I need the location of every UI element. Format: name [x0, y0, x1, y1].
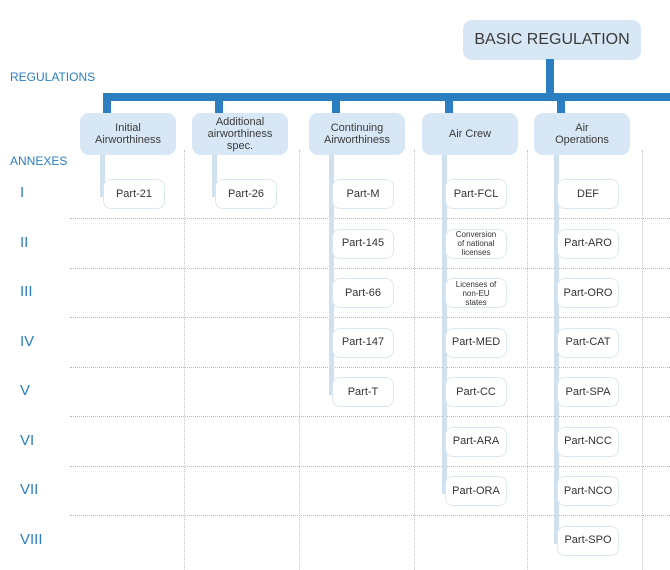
part-label: Part-ARA: [452, 435, 500, 447]
column-drop-connector: [215, 95, 223, 115]
category-box: Additional airworthiness spec.: [192, 113, 288, 155]
part-box: Part-NCO: [557, 476, 619, 506]
part-box: Part-145: [332, 228, 394, 259]
part-box: Part-MED: [445, 327, 507, 358]
part-label: Part-26: [227, 187, 265, 200]
part-box: Part-FCL: [445, 179, 507, 209]
annex-row-separator: [70, 267, 670, 269]
regulations-label: REGULATIONS: [10, 70, 96, 84]
part-box: Licenses of non-EU states: [445, 278, 507, 308]
part-box: DEF: [557, 179, 619, 209]
basic-regulation-label: BASIC REGULATION: [474, 31, 630, 48]
basic-regulation-box: BASIC REGULATION: [463, 20, 641, 60]
trunk-connector: [546, 59, 554, 97]
regulations-bus: [103, 93, 670, 101]
part-label: Part-ORA: [452, 484, 500, 497]
column-separator: [527, 150, 528, 570]
part-box: Part-26: [215, 179, 277, 209]
part-label: Part-CAT: [565, 336, 611, 348]
part-label: Part-T: [347, 385, 379, 398]
part-box: Part-ARA: [445, 426, 507, 457]
annex-numeral: III: [20, 283, 33, 300]
annex-numeral: V: [20, 382, 31, 399]
part-label: Part-CC: [456, 385, 496, 398]
column-separator: [184, 150, 185, 570]
part-label: Part-NCO: [563, 484, 613, 497]
part-label: Licenses of non-EU states: [455, 279, 497, 307]
annex-numeral: VII: [20, 481, 39, 498]
part-box: Part-ARO: [557, 228, 619, 259]
column-drop-connector: [557, 95, 565, 115]
part-label: Part-ARO: [564, 237, 612, 249]
column-stem: [100, 155, 105, 196]
category-box: Air Crew: [422, 113, 518, 155]
annexes-label: ANNEXES: [10, 154, 68, 168]
category-label: Air Operations: [555, 122, 609, 146]
annex-row-separator: [70, 416, 670, 417]
part-box: Conversion of national licenses: [445, 228, 507, 259]
annex-numeral: IV: [20, 332, 35, 350]
part-box: Part-M: [332, 179, 394, 209]
column-separator: [299, 150, 300, 570]
annex-numeral: VIII: [20, 530, 43, 548]
part-label: Part-21: [115, 187, 153, 200]
part-label: Part-NCC: [564, 435, 612, 447]
part-box: Part-SPO: [557, 525, 619, 556]
part-box: Part-21: [103, 179, 165, 209]
annex-numeral: II: [20, 233, 29, 251]
part-label: Conversion of national licenses: [455, 230, 497, 257]
part-box: Part-SPA: [557, 377, 619, 407]
part-box: Part-T: [332, 377, 394, 407]
annex-row-separator: [70, 317, 670, 318]
part-label: Part-145: [341, 237, 385, 249]
annex-row-separator: [70, 465, 670, 467]
part-label: Part-ORO: [563, 286, 613, 299]
column-separator: [642, 150, 643, 570]
column-drop-connector: [332, 95, 340, 115]
part-box: Part-66: [332, 278, 394, 308]
part-box: Part-147: [332, 327, 394, 358]
annex-row-separator: [70, 515, 670, 516]
column-stem: [442, 155, 447, 493]
part-label: Part-MED: [451, 336, 501, 348]
part-box: Part-ORA: [445, 476, 507, 506]
annex-row-separator: [70, 366, 670, 368]
category-label: Initial Airworthiness: [94, 122, 162, 146]
column-stem: [212, 155, 217, 196]
part-label: Part-SPO: [564, 534, 612, 546]
annex-numeral: I: [20, 184, 25, 201]
part-box: Part-CC: [445, 377, 507, 407]
part-label: Part-147: [341, 336, 385, 348]
category-label: Additional airworthiness spec.: [207, 116, 273, 152]
part-label: DEF: [577, 187, 599, 200]
part-label: Part-SPA: [565, 385, 611, 398]
category-label: Continuing Airworthiness: [323, 122, 391, 146]
part-box: Part-NCC: [557, 426, 619, 457]
category-box: Air Operations: [534, 113, 630, 155]
annex-row-separator: [70, 218, 670, 219]
column-drop-connector: [103, 95, 111, 115]
part-label: Part-FCL: [453, 187, 499, 200]
category-box: Continuing Airworthiness: [309, 113, 405, 155]
column-stem: [329, 155, 334, 394]
part-label: Part-M: [346, 187, 380, 200]
part-box: Part-ORO: [557, 278, 619, 308]
column-stem: [554, 155, 559, 543]
category-label: Air Crew: [448, 128, 492, 140]
part-label: Part-66: [344, 286, 382, 299]
column-drop-connector: [445, 95, 453, 115]
part-box: Part-CAT: [557, 327, 619, 358]
category-box: Initial Airworthiness: [80, 113, 176, 155]
column-separator: [414, 150, 415, 570]
annex-numeral: VI: [20, 431, 35, 449]
